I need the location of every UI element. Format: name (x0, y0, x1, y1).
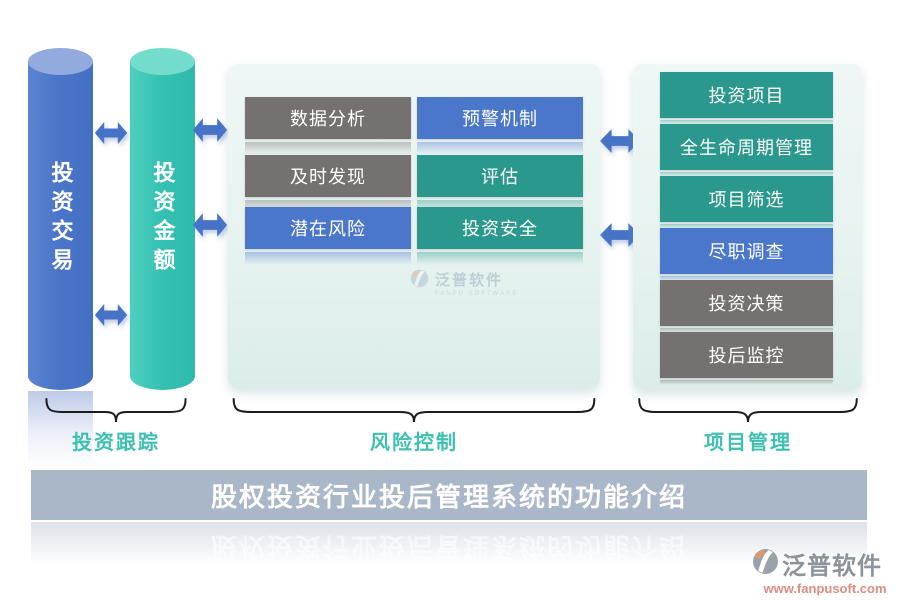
node-investment-project: 投资项目 (660, 72, 833, 125)
cylinder-label: 投资金额 (150, 161, 176, 277)
cylinder-label: 投资交易 (48, 161, 74, 277)
fanpu-logo: 泛普软件 www.fanpusoft.com (752, 546, 898, 596)
cylinder-investment-amount: 投资金额 (130, 48, 195, 390)
fanpu-logo-icon (752, 548, 779, 580)
node-label: 投资安全 (462, 219, 538, 239)
node-label: 全生命周期管理 (680, 138, 813, 158)
brace-project-management (637, 397, 859, 423)
group-label-investment-tracking: 投资跟踪 (72, 432, 160, 454)
node-label: 尽职调查 (708, 242, 785, 262)
title-banner-text: 股权投资行业投后管理系统的功能介绍 (210, 482, 687, 512)
project-management-panel: 投资项目 全生命周期管理 项目筛选 尽职调查 投资决策 投后监控 (633, 63, 862, 390)
node-label: 潜在风险 (290, 219, 366, 239)
cylinder-top-ellipse (28, 48, 93, 75)
fanpu-watermark-icon (410, 269, 429, 293)
node-label: 投后监控 (708, 346, 785, 366)
node-post-investment-monitoring: 投后监控 (660, 332, 833, 385)
node-data-analysis: 数据分析 (245, 97, 411, 155)
node-label: 预警机制 (462, 109, 538, 129)
cylinder-body (130, 61, 195, 390)
double-arrow-icon (94, 302, 128, 328)
node-warning-mechanism: 预警机制 (417, 97, 583, 155)
cylinder-reflection (28, 391, 93, 469)
group-label-risk-control: 风险控制 (370, 432, 458, 454)
cylinder-investment-trading: 投资交易 (28, 48, 93, 390)
node-potential-risk: 潜在风险 (245, 207, 411, 265)
node-evaluation: 评估 (417, 155, 583, 213)
node-full-lifecycle-management: 全生命周期管理 (660, 124, 833, 177)
node-project-screening: 项目筛选 (660, 176, 833, 229)
node-label: 投资项目 (708, 86, 785, 106)
node-timely-discovery: 及时发现 (245, 155, 411, 213)
node-label: 项目筛选 (708, 190, 785, 210)
fanpu-website-link[interactable]: www.fanpusoft.com (763, 581, 887, 596)
double-arrow-icon (192, 211, 228, 239)
node-investment-decision: 投资决策 (660, 280, 833, 333)
group-label-project-management: 项目管理 (704, 432, 792, 454)
cylinder-top-ellipse (130, 48, 195, 75)
node-label: 评估 (481, 167, 519, 187)
node-due-diligence: 尽职调查 (660, 228, 833, 281)
watermark-subtitle: FANPU SOFTWARE (435, 291, 519, 297)
double-arrow-icon (599, 221, 641, 249)
node-label: 数据分析 (290, 109, 366, 129)
title-banner-reflection: 股权投资行业投后管理系统的功能介绍 (31, 522, 867, 566)
watermark-name: 泛普软件 (435, 272, 504, 289)
double-arrow-icon (94, 120, 128, 146)
cylinder-body (28, 61, 93, 390)
node-label: 及时发现 (290, 167, 366, 187)
brace-investment-tracking (45, 397, 187, 423)
double-arrow-icon (192, 116, 228, 144)
risk-control-panel: 数据分析 及时发现 潜在风险 预警机制 评估 投资安全 泛 (228, 63, 600, 388)
title-banner: 股权投资行业投后管理系统的功能介绍 (31, 470, 867, 520)
fanpu-logo-name: 泛普软件 (782, 554, 882, 580)
brace-risk-control (230, 397, 598, 423)
fanpu-watermark: 泛普软件 FANPU SOFTWARE (410, 269, 580, 297)
double-arrow-icon (599, 127, 641, 155)
node-investment-safety: 投资安全 (417, 207, 583, 265)
node-label: 投资决策 (708, 294, 785, 314)
